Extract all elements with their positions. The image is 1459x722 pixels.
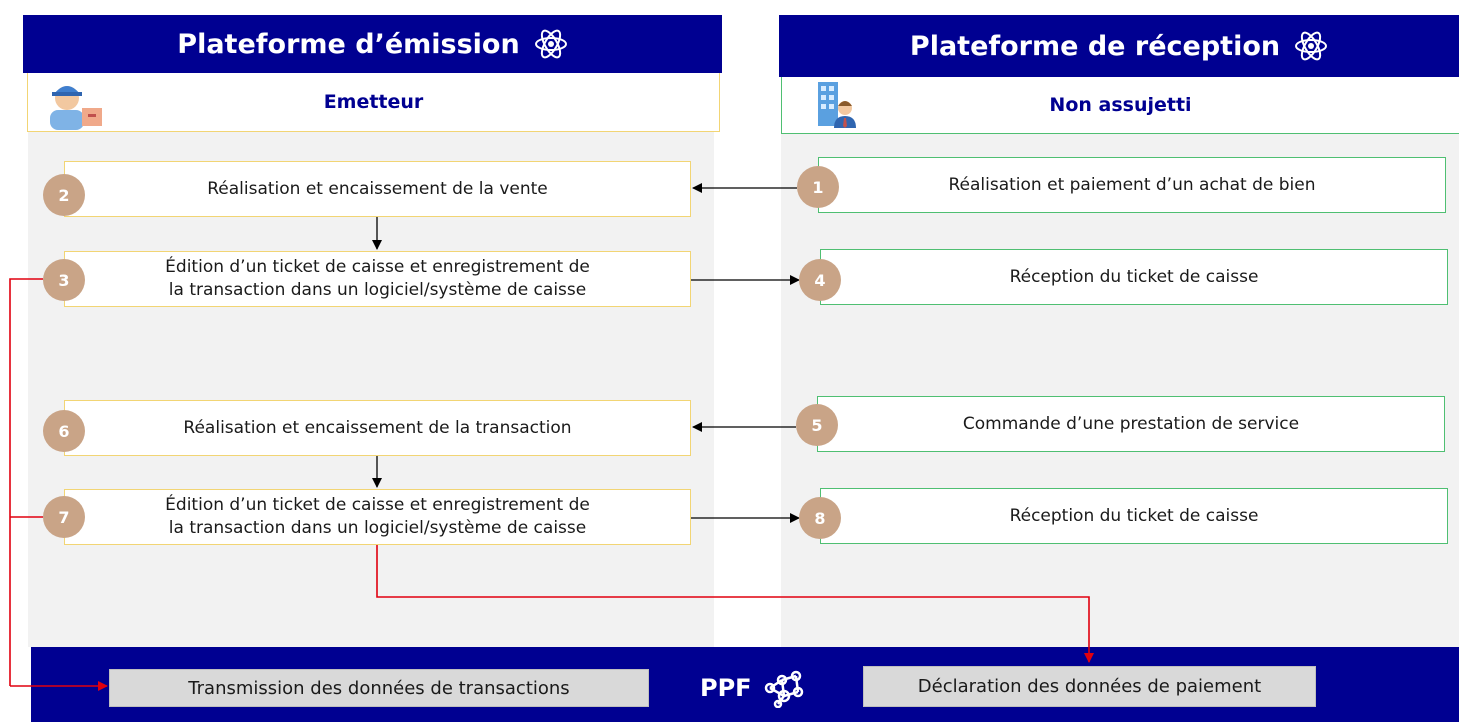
reception-title: Plateforme de réception <box>909 30 1281 62</box>
step-1-text: Réalisation et paiement d’un achat de bi… <box>948 174 1316 195</box>
emission-title: Plateforme d’émission <box>177 28 520 60</box>
reception-subheader: Non assujetti <box>781 77 1459 134</box>
office-person-icon <box>816 80 858 128</box>
reception-header: Plateforme de réception <box>779 15 1459 77</box>
red-line-step-3 <box>9 278 43 686</box>
atom-icon <box>534 27 568 61</box>
step-2-number: 2 <box>43 174 85 216</box>
step-3-text-line2: la transaction dans un logiciel/système … <box>168 280 587 300</box>
step-8-box: Réception du ticket de caisse <box>820 488 1448 544</box>
step-7-text-line2: la transaction dans un logiciel/système … <box>168 518 587 538</box>
emission-subheader: Emetteur <box>27 73 720 132</box>
step-4-number: 4 <box>799 259 841 301</box>
declaration-text: Déclaration des données de paiement <box>917 676 1262 697</box>
step-6-box: Réalisation et encaissement de la transa… <box>64 400 691 456</box>
step-7-number: 7 <box>43 496 85 538</box>
delivery-worker-icon <box>44 76 106 130</box>
network-nodes-icon <box>762 668 806 708</box>
atom-icon <box>1294 29 1328 63</box>
step-5-number: 5 <box>796 404 838 446</box>
emission-header: Plateforme d’émission <box>23 15 722 73</box>
ppf-label-group: PPF <box>700 666 806 710</box>
step-3-box: Édition d’un ticket de caisse et enregis… <box>64 251 691 307</box>
step-1-number: 1 <box>797 166 839 208</box>
step-7-box: Édition d’un ticket de caisse et enregis… <box>64 489 691 545</box>
transmission-box: Transmission des données de transactions <box>109 669 649 707</box>
step-6-text: Réalisation et encaissement de la transa… <box>183 417 572 438</box>
step-8-text: Réception du ticket de caisse <box>1009 505 1259 526</box>
non-assujetti-label: Non assujetti <box>1049 94 1192 116</box>
red-line-to-declaration <box>376 545 1094 663</box>
step-4-box: Réception du ticket de caisse <box>820 249 1448 305</box>
step-7-text-line1: Édition d’un ticket de caisse et enregis… <box>165 495 590 516</box>
emission-panel-background <box>28 132 714 647</box>
step-6-number: 6 <box>43 410 85 452</box>
ppf-label: PPF <box>700 674 752 702</box>
transmission-text: Transmission des données de transactions <box>188 677 570 699</box>
declaration-box: Déclaration des données de paiement <box>863 666 1316 707</box>
step-2-box: Réalisation et encaissement de la vente <box>64 161 691 217</box>
step-3-text-line1: Édition d’un ticket de caisse et enregis… <box>165 257 590 278</box>
step-5-text: Commande d’une prestation de service <box>962 413 1300 434</box>
reception-panel-background <box>781 132 1459 647</box>
emitter-label: Emetteur <box>323 91 424 113</box>
step-5-box: Commande d’une prestation de service <box>817 396 1445 452</box>
step-4-text: Réception du ticket de caisse <box>1009 266 1259 287</box>
step-2-text: Réalisation et encaissement de la vente <box>207 178 548 199</box>
step-1-box: Réalisation et paiement d’un achat de bi… <box>818 157 1446 213</box>
step-3-number: 3 <box>43 259 85 301</box>
step-8-number: 8 <box>799 497 841 539</box>
